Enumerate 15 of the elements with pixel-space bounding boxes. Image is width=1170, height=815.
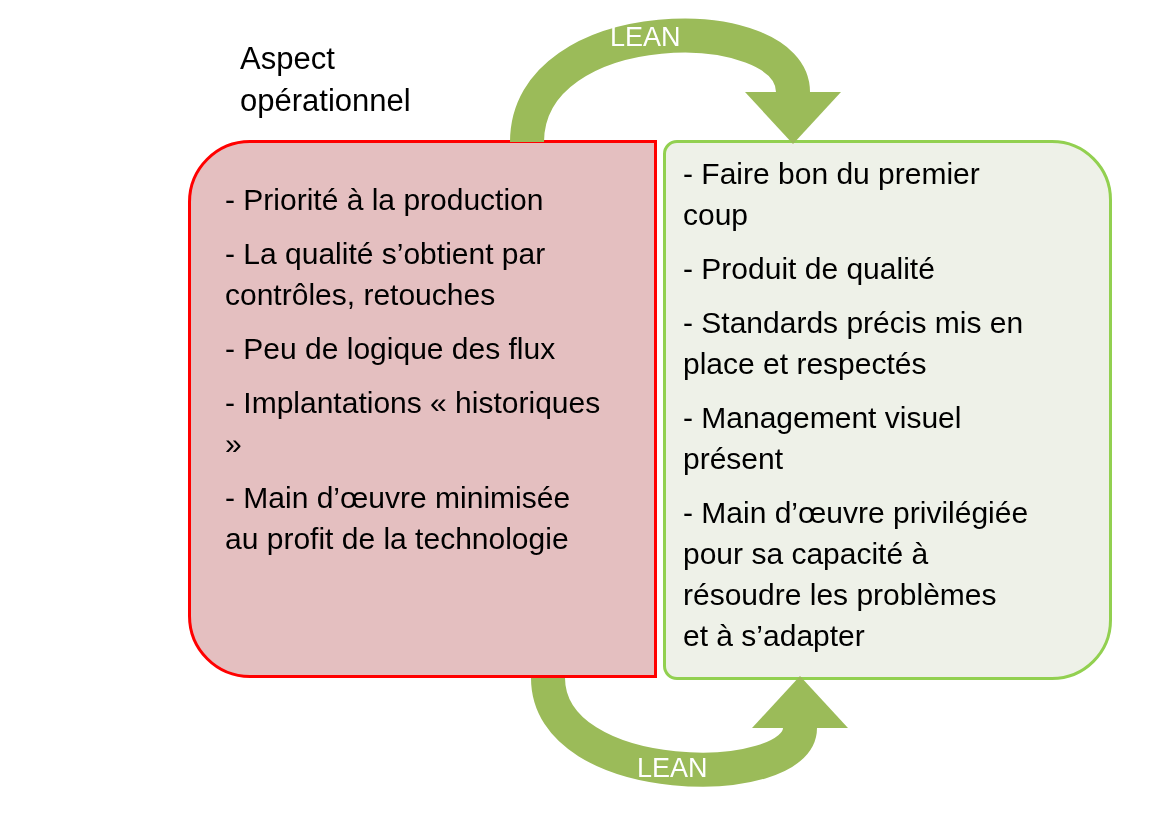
bullet-text: - Priorité à la production	[225, 182, 545, 218]
bullet-text: - Management visuel présent	[683, 400, 963, 477]
bullet-text: - Main d’œuvre minimisée au profit de la technologie	[225, 480, 572, 557]
bullet-text: - Faire bon du premier coup	[683, 156, 981, 233]
bullet-text: - Peu de logique des flux	[225, 331, 557, 367]
bullet-text: - Main d’œuvre privilégiée pour sa capacité à résoudre les problèmes et à s’adapter	[683, 495, 1029, 654]
edge-label: LEAN	[610, 22, 681, 52]
bullet-text: - Produit de qualité	[683, 251, 936, 287]
edge-label: LEAN	[637, 753, 708, 783]
bullet-text: - La qualité s’obtient par contrôles, retouches	[225, 236, 547, 313]
text-panel	[663, 140, 1112, 680]
text-panel	[188, 140, 657, 678]
bullet-text: - Standards précis mis en place et respectés	[683, 305, 1025, 382]
heading: Aspect opérationnel	[240, 40, 412, 120]
bullet-text: - Implantations « historiques »	[225, 385, 602, 462]
